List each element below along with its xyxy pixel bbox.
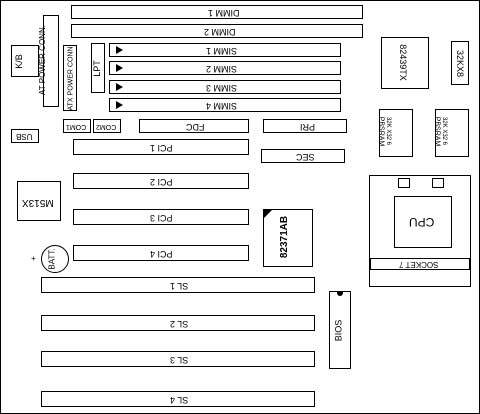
pin1-marker-icon xyxy=(116,83,123,91)
battery-label: BATT. xyxy=(47,248,57,270)
primary-ide-connector: PRI xyxy=(263,119,347,133)
fdc-label: FDC xyxy=(186,122,205,132)
isa-slot-4: SL 4 xyxy=(41,391,315,407)
chip-32kx8: 32KX8 xyxy=(451,41,469,85)
pin1-marker-icon xyxy=(116,46,123,54)
bios-chip: BIOS xyxy=(329,291,351,369)
pci-1-label: PCI 1 xyxy=(150,143,173,153)
chip-82371ab: 82371AB xyxy=(263,209,313,267)
pci-slot-3: PCI 3 xyxy=(73,209,249,225)
chip-32kx8-label: 32KX8 xyxy=(455,49,466,78)
simm-slot-1: SIMM 1 xyxy=(109,43,341,57)
pbsram-2-label: PBSRAM xyxy=(433,116,441,147)
cpu-socket-7: CPU SOCKET 7 xyxy=(369,175,471,287)
at-power-connector: AT POWER CONN. xyxy=(38,15,59,107)
keyboard-label: K/B xyxy=(13,54,24,69)
secondary-ide-connector: SEC xyxy=(261,149,345,163)
chip-m513x: M513X xyxy=(17,181,61,221)
socket-clip-left xyxy=(398,178,410,188)
lpt-label: LPT xyxy=(91,60,102,77)
keyboard-connector: K/B xyxy=(11,45,39,77)
pin1-corner-icon xyxy=(264,210,272,218)
pci-slot-1: PCI 1 xyxy=(73,139,249,155)
pbsram-chip-1: PBSRAM 32K X32 6 xyxy=(377,109,413,157)
isa-slot-3: SL 3 xyxy=(41,351,315,367)
usb-connector: USB xyxy=(11,129,39,143)
sl-3-label: SL 3 xyxy=(170,355,189,365)
sec-label: SEC xyxy=(296,152,315,162)
simm-slot-3: SIMM 3 xyxy=(109,80,341,94)
dimm-1-label: DIMM 1 xyxy=(208,8,240,18)
usb-label: USB xyxy=(16,132,33,141)
socket-lever: SOCKET 7 xyxy=(370,258,470,270)
atx-power-label: ATX POWER CONN. xyxy=(67,44,75,111)
com1-label: COM1 xyxy=(66,123,87,130)
com2-connector: COM2 xyxy=(93,119,121,133)
cpu-chip: CPU xyxy=(394,196,452,248)
pci-slot-4: PCI 4 xyxy=(73,245,249,261)
battery-plus-label: + xyxy=(31,254,36,263)
simm-2-label: SIMM 2 xyxy=(206,64,238,74)
sl-2-label: SL 2 xyxy=(170,319,189,329)
simm-slot-2: SIMM 2 xyxy=(109,61,341,75)
socket-clip-right xyxy=(432,178,444,188)
pci-4-label: PCI 4 xyxy=(150,249,173,259)
bios-label: BIOS xyxy=(333,319,344,342)
pri-label: PRI xyxy=(300,122,316,132)
cpu-label: CPU xyxy=(409,215,435,229)
pci-slot-2: PCI 2 xyxy=(73,173,249,189)
pin1-marker-icon xyxy=(116,64,123,72)
lpt-connector: LPT xyxy=(91,43,105,93)
fdc-connector: FDC xyxy=(139,119,249,133)
sl-4-label: SL 4 xyxy=(170,395,189,405)
simm-slot-4: SIMM 4 xyxy=(109,98,341,112)
pin1-marker-icon xyxy=(116,101,123,109)
pbsram-2-size-label: 32K X32 6 xyxy=(441,116,448,146)
atx-power-connector: ATX POWER CONN. xyxy=(63,45,77,111)
pci-2-label: PCI 2 xyxy=(150,177,173,187)
isa-slot-2: SL 2 xyxy=(41,315,315,331)
dimm-2-label: DIMM 2 xyxy=(204,27,236,37)
isa-slot-1: SL 1 xyxy=(41,277,315,293)
pci-3-label: PCI 3 xyxy=(150,213,173,223)
chip-82371ab-label: 82371AB xyxy=(279,215,291,259)
simm-3-label: SIMM 3 xyxy=(206,83,238,93)
dimm-slot-1: DIMM 1 xyxy=(71,5,363,19)
simm-1-label: SIMM 1 xyxy=(206,46,238,56)
sl-1-label: SL 1 xyxy=(170,281,189,291)
dimm-slot-2: DIMM 2 xyxy=(71,24,363,38)
chip-m513x-label: M513X xyxy=(22,197,54,208)
pbsram-chip-2: PBSRAM 32K X32 6 xyxy=(433,109,469,157)
bios-notch-icon xyxy=(337,292,343,296)
battery: BATT. xyxy=(41,245,69,273)
at-power-label: AT POWER CONN. xyxy=(37,25,47,95)
com2-label: COM2 xyxy=(96,123,117,130)
pbsram-1-size-label: 32K X32 6 xyxy=(385,116,392,146)
chip-82439tx: 82439TX xyxy=(381,37,429,89)
com1-connector: COM1 xyxy=(63,119,91,133)
chip-82439tx-label: 82439TX xyxy=(397,44,408,81)
simm-4-label: SIMM 4 xyxy=(206,101,238,111)
socket7-label: SOCKET 7 xyxy=(399,260,439,269)
pbsram-1-label: PBSRAM xyxy=(377,116,385,147)
